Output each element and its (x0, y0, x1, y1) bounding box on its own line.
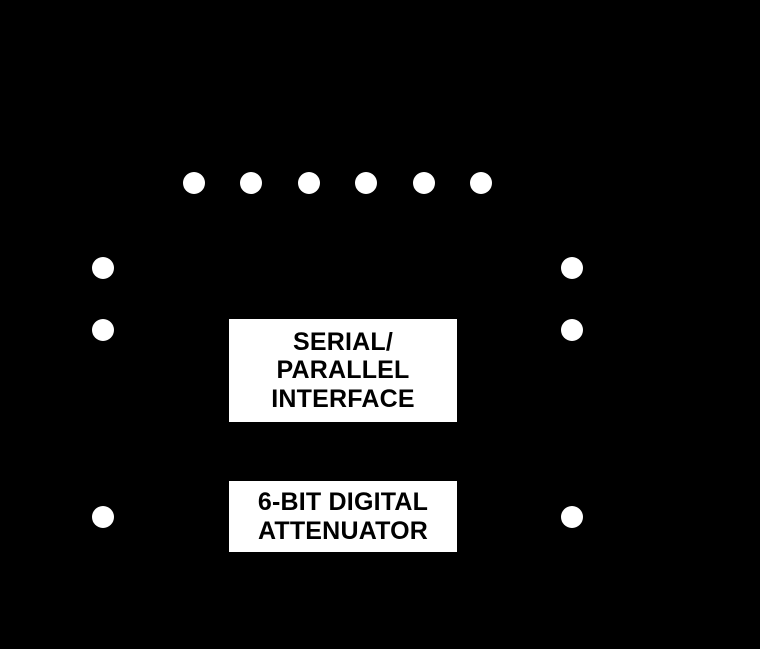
pin-pad-top-5[interactable] (413, 172, 435, 194)
trace-interface-to-attenuator (342, 422, 344, 481)
pin-pad-top-6[interactable] (470, 172, 492, 194)
trace-top-4 (366, 183, 368, 319)
trace-top-3 (309, 183, 311, 319)
pin-pad-left-1[interactable] (92, 257, 114, 279)
block-serial-parallel-interface[interactable]: SERIAL/ PARALLEL INTERFACE (229, 319, 457, 422)
trace-right-1 (457, 267, 572, 269)
trace-right-2 (457, 329, 572, 331)
trace-left-3 (103, 516, 229, 518)
trace-right-3 (457, 516, 572, 518)
trace-top-1 (194, 183, 196, 319)
trace-left-1 (103, 267, 229, 269)
pin-pad-top-1[interactable] (183, 172, 205, 194)
trace-top-2 (251, 183, 253, 319)
pin-pad-top-2[interactable] (240, 172, 262, 194)
pin-pad-right-2[interactable] (561, 319, 583, 341)
block-6-bit-digital-attenuator-label: 6-BIT DIGITAL ATTENUATOR (257, 488, 429, 545)
pin-pad-left-3[interactable] (92, 506, 114, 528)
pin-pad-top-4[interactable] (355, 172, 377, 194)
trace-top-6 (481, 183, 483, 319)
block-serial-parallel-interface-label: SERIAL/ PARALLEL INTERFACE (271, 328, 415, 413)
pin-pad-right-3[interactable] (561, 506, 583, 528)
pin-pad-right-1[interactable] (561, 257, 583, 279)
trace-top-5 (424, 183, 426, 319)
diagram-title: FUNCTIONAL BLOCK DIAGRAM (20, 18, 282, 37)
block-6-bit-digital-attenuator[interactable]: 6-BIT DIGITAL ATTENUATOR (229, 481, 457, 552)
pin-pad-top-3[interactable] (298, 172, 320, 194)
pin-pad-left-2[interactable] (92, 319, 114, 341)
trace-left-2 (103, 329, 229, 331)
